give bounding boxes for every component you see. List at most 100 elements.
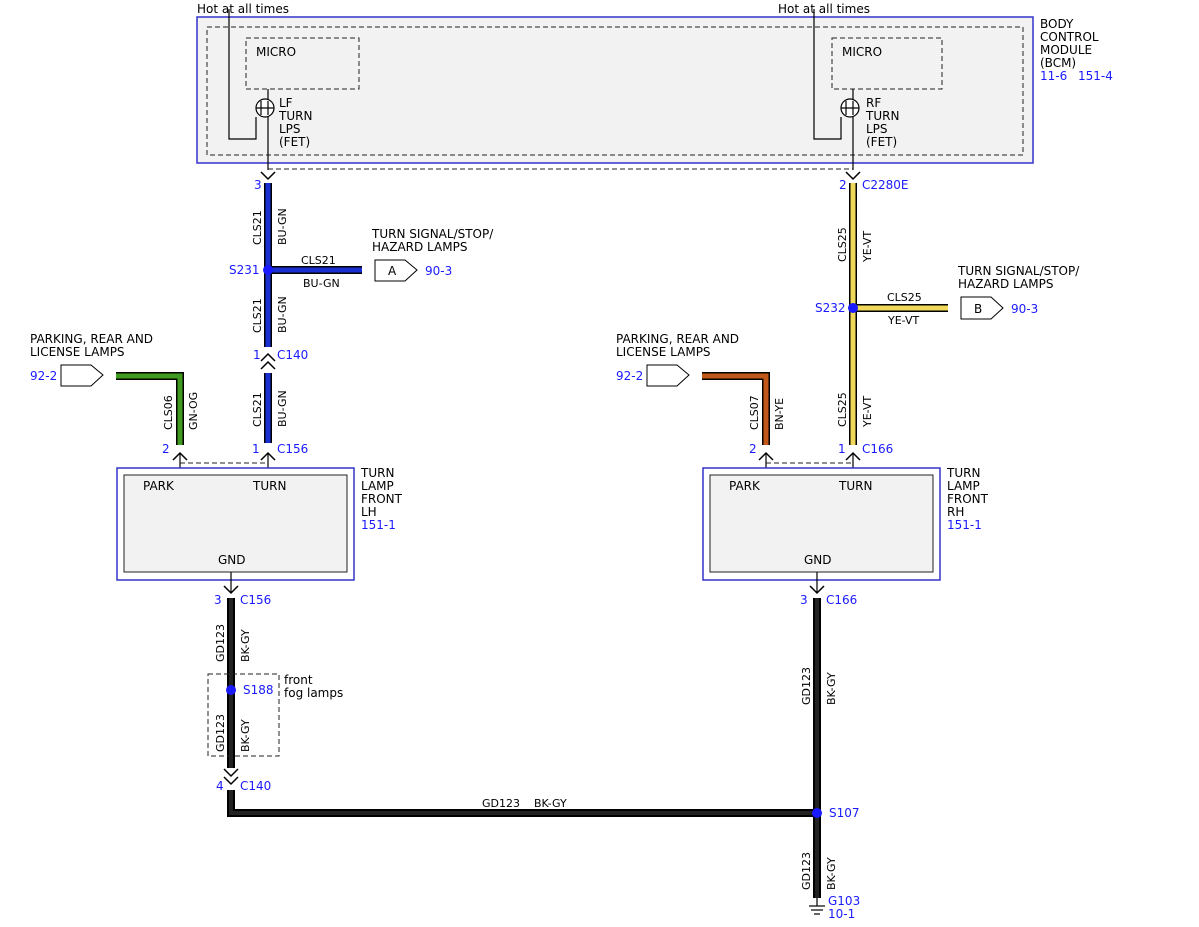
connector-92-2-icon [646, 364, 690, 387]
svg-text:(BCM): (BCM) [1040, 56, 1076, 70]
wire-label: BK-GY [825, 672, 838, 705]
connector-c156: C156 [277, 442, 308, 456]
pin-number: 2 [162, 442, 170, 456]
ground-g103: G103 [828, 894, 860, 908]
svg-text:LICENSE LAMPS: LICENSE LAMPS [616, 345, 711, 359]
pin-number: 3 [214, 593, 222, 607]
svg-text:CLS21: CLS21 [251, 298, 264, 333]
svg-text:TURN SIGNAL/STOP/: TURN SIGNAL/STOP/ [957, 264, 1080, 278]
bcm-module: Hot at all times Hot at all times MICRO … [196, 2, 1113, 164]
pin-number: 1 [838, 442, 846, 456]
svg-text:BU-GN: BU-GN [276, 208, 289, 245]
wire-label: CLS06 [162, 395, 175, 430]
fet-right-label: RF TURN LPS (FET) [865, 96, 899, 149]
splice-dot [812, 808, 822, 818]
connector-chevron-icon [260, 171, 276, 181]
svg-text:CLS21: CLS21 [251, 392, 264, 427]
svg-text:(FET): (FET) [279, 135, 310, 149]
splice-s231: S231 [229, 263, 260, 277]
lamp-park-label: PARK [729, 479, 761, 493]
wire-label: GD123 [214, 624, 227, 662]
svg-text:TURN: TURN [278, 109, 312, 123]
wire-label: BK-GY [825, 857, 838, 890]
svg-text:BODY: BODY [1040, 17, 1074, 31]
lamp-name-lh: TURN LAMP FRONT LH [360, 466, 403, 519]
destination-label: PARKING, REAR AND LICENSE LAMPS [30, 332, 153, 359]
wire-label: CLS25 [887, 291, 922, 304]
ref-link-10-1[interactable]: 10-1 [828, 907, 855, 921]
wire-label: GD123 [482, 797, 520, 810]
svg-text:FRONT: FRONT [361, 492, 403, 506]
pin-number: 1 [253, 348, 261, 362]
splice-dot [226, 685, 236, 695]
micro-left-box [245, 37, 360, 90]
svg-text:front: front [284, 673, 313, 687]
pin-number: 4 [216, 779, 224, 793]
connector-b-icon [960, 296, 1004, 320]
connector-c156-gnd: C156 [240, 593, 271, 607]
wire-gd123-bus [227, 598, 821, 898]
wire-label: CLS25 [836, 392, 849, 427]
ref-link-151-1[interactable]: 151-1 [361, 518, 396, 532]
svg-text:TURN: TURN [865, 109, 899, 123]
wire-label: GD123 [214, 714, 227, 752]
svg-text:LPS: LPS [279, 122, 301, 136]
ref-link-92-2[interactable]: 92-2 [616, 369, 643, 383]
connector-chevron-icon [845, 171, 861, 181]
wire-label: BK-GY [239, 719, 252, 752]
connector-a-icon [374, 259, 418, 282]
connector-chevron-icon [223, 776, 239, 786]
wire-cls06 [116, 372, 184, 445]
wire-label: GD123 [800, 667, 813, 705]
svg-text:(FET): (FET) [866, 135, 897, 149]
svg-text:LF: LF [279, 96, 293, 110]
ref-link-92-2[interactable]: 92-2 [30, 369, 57, 383]
svg-text:LAMP: LAMP [947, 479, 980, 493]
bcm-ref-link[interactable]: 151-4 [1078, 69, 1113, 83]
wire-cls25 [849, 183, 948, 445]
connector-chevron-icon [809, 585, 825, 595]
turn-lamp-front-lh: PARK TURN GND [116, 467, 355, 581]
svg-text:PARKING, REAR AND: PARKING, REAR AND [616, 332, 739, 346]
wire-label: BU-GN [303, 277, 340, 290]
ref-link-151-1[interactable]: 151-1 [947, 518, 982, 532]
connector-c166: C166 [862, 442, 893, 456]
wire-label: GN-OG [187, 392, 200, 430]
connector-b-label: B [974, 302, 982, 316]
ref-link-90-3[interactable]: 90-3 [425, 264, 452, 278]
lamp-turn-label: TURN [252, 479, 286, 493]
svg-text:HAZARD LAMPS: HAZARD LAMPS [372, 240, 467, 254]
wire-label: YE-VT [861, 395, 874, 428]
connector-chevron-icon [260, 360, 276, 370]
bcm-ref-link[interactable]: 11-6 [1040, 69, 1067, 83]
ground-icon [809, 898, 825, 915]
wire-label: YE-VT [887, 314, 920, 327]
svg-text:RH: RH [947, 505, 964, 519]
wire-label: YE-VT [861, 230, 874, 263]
wire-label: GD123 [800, 852, 813, 890]
connector-c140-gnd: C140 [240, 779, 271, 793]
svg-text:LH: LH [361, 505, 377, 519]
svg-text:MODULE: MODULE [1040, 43, 1092, 57]
svg-text:PARKING, REAR AND: PARKING, REAR AND [30, 332, 153, 346]
svg-text:fog lamps: fog lamps [284, 686, 343, 700]
wire-label: CLS21 BU-GN CLS21 BU-GN CLS21 BU-GN [251, 208, 289, 427]
hot-at-all-times-right: Hot at all times [778, 2, 870, 16]
svg-text:BU-GN: BU-GN [276, 296, 289, 333]
svg-text:HAZARD LAMPS: HAZARD LAMPS [958, 277, 1053, 291]
wire-label: CLS25 [836, 227, 849, 262]
lamp-park-label: PARK [143, 479, 175, 493]
lamp-name-rh: TURN LAMP FRONT RH [946, 466, 989, 519]
svg-text:RF: RF [866, 96, 881, 110]
pin-number: 1 [252, 442, 260, 456]
svg-text:LPS: LPS [866, 122, 888, 136]
lamp-gnd-label: GND [804, 553, 832, 567]
splice-s188: S188 [243, 683, 274, 697]
hot-feed-left [228, 9, 257, 140]
connector-c140: C140 [277, 348, 308, 362]
wire-label: CLS07 [748, 395, 761, 430]
ref-link-90-3[interactable]: 90-3 [1011, 302, 1038, 316]
lamp-gnd-label: GND [218, 553, 246, 567]
fet-right-icon [840, 98, 860, 118]
connector-chevron-icon [223, 768, 239, 778]
